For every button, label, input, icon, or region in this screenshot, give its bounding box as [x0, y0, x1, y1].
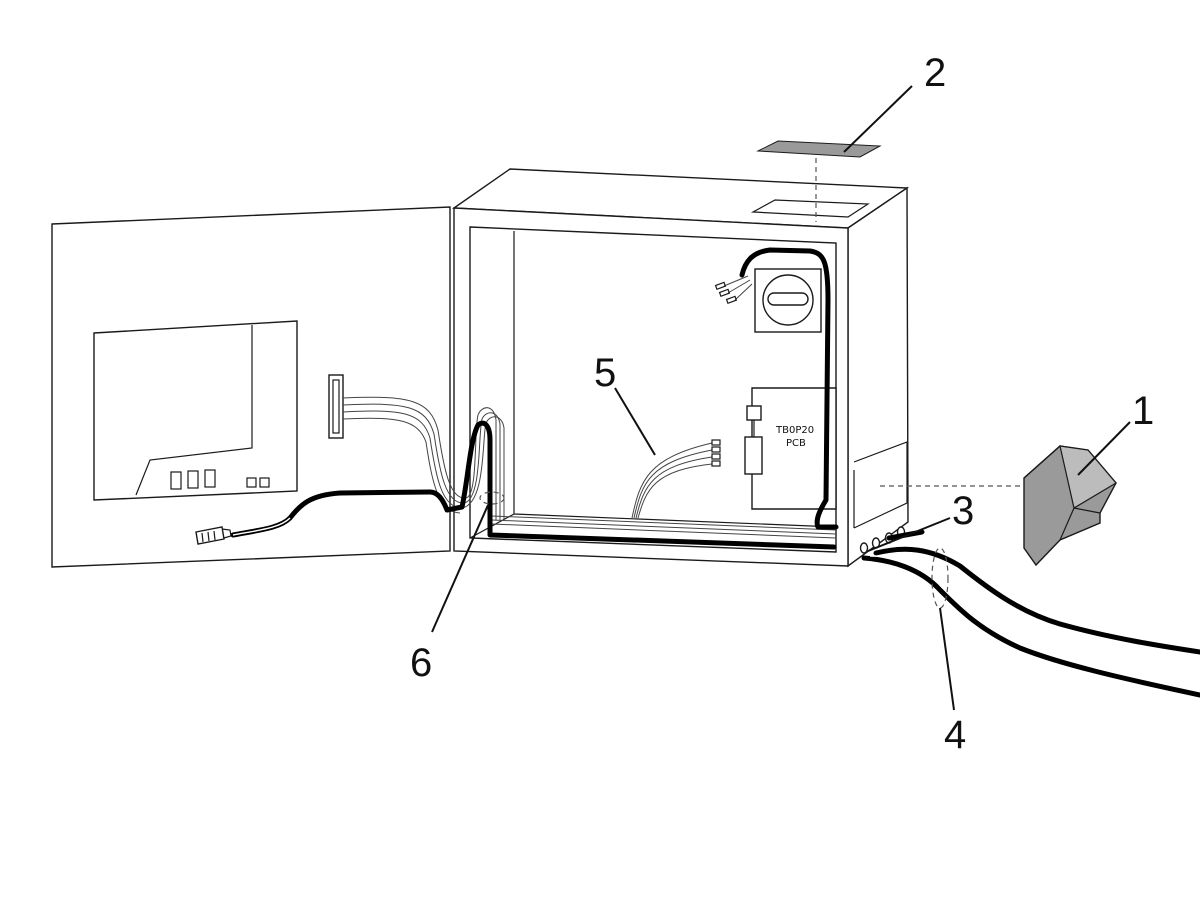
callout-6: 6 [410, 641, 432, 685]
door-buttons [170, 469, 270, 490]
callout-3: 3 [952, 489, 974, 533]
enclosure-box [451, 168, 910, 568]
part-2-label [756, 140, 882, 158]
switch-terminals [714, 275, 753, 305]
rj-plug [195, 526, 232, 545]
callout-4: 4 [944, 713, 966, 757]
leader-lines [431, 85, 1131, 711]
pcb-board: TB0P20 PCB [744, 387, 837, 510]
side-cutout [853, 441, 908, 529]
switch-cable [739, 247, 839, 530]
door-connector [328, 374, 344, 439]
pcb-label-line1: TB0P20 [775, 425, 814, 436]
ribbon-wires [491, 439, 837, 539]
callout-1: 1 [1132, 389, 1154, 433]
rotary-switch [754, 268, 822, 333]
pcb-label-line2: PCB [786, 438, 806, 449]
door-panel [93, 320, 298, 501]
enclosure-door [51, 206, 451, 568]
cable-tie-marker [479, 491, 505, 505]
callout-5: 5 [594, 351, 616, 395]
callout-2: 2 [924, 51, 946, 95]
part-1-cover [1023, 445, 1117, 567]
external-cables [861, 529, 1200, 698]
